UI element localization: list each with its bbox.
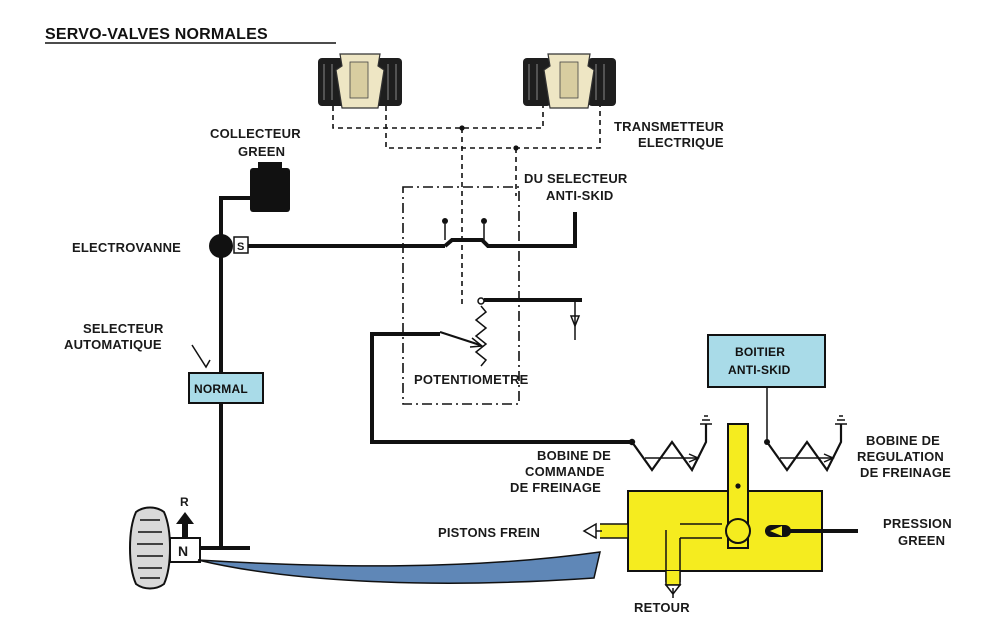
label-pression-2: GREEN xyxy=(898,533,945,548)
potentiometer-wire xyxy=(370,332,632,444)
label-collecteur-1: COLLECTEUR xyxy=(210,126,301,141)
label-transmetteur-1: TRANSMETTEUR xyxy=(614,119,724,134)
electrovanne-s-label: S xyxy=(237,241,245,253)
anti-skid-selector-housing xyxy=(402,186,520,405)
label-bobine-regulation-2: REGULATION xyxy=(857,449,944,464)
normal-selector-box xyxy=(188,372,264,404)
selecteur-leader xyxy=(191,344,211,369)
servo-valve-wiring xyxy=(332,106,601,305)
bobine-regulation-coil xyxy=(766,415,847,473)
label-du-selecteur-1: DU SELECTEUR xyxy=(524,171,628,186)
label-retour: RETOUR xyxy=(634,600,690,615)
servo-valve-right xyxy=(523,53,616,109)
boitier-line-1: BOITIER xyxy=(735,345,785,359)
label-pistons-frein: PISTONS FREIN xyxy=(438,525,540,540)
label-selecteur-2: AUTOMATIQUE xyxy=(64,337,162,352)
label-selecteur-1: SELECTEUR xyxy=(83,321,164,336)
main-hydraulic-line xyxy=(219,196,253,548)
label-pression-1: PRESSION xyxy=(883,516,952,531)
wheel-r-label: R xyxy=(180,495,189,509)
label-du-selecteur-2: ANTI-SKID xyxy=(546,188,614,203)
label-bobine-regulation-1: BOBINE DE xyxy=(866,433,940,448)
label-electrovanne: ELECTROVANNE xyxy=(72,240,181,255)
collecteur-green-block xyxy=(250,168,290,212)
wheel: N R xyxy=(129,495,201,590)
label-collecteur-2: GREEN xyxy=(238,144,285,159)
label-bobine-commande-2: COMMANDE xyxy=(525,464,605,479)
selector-switch xyxy=(443,212,577,248)
normal-box-label: NORMAL xyxy=(194,382,248,396)
label-potentiometre: POTENTIOMETRE xyxy=(414,372,529,387)
boitier-line-2: ANTI-SKID xyxy=(728,363,791,377)
label-transmetteur-2: ELECTRIQUE xyxy=(638,135,724,150)
boitier-anti-skid xyxy=(707,334,826,388)
blue-pipe xyxy=(197,551,601,584)
diagram-title: SERVO-VALVES NORMALES xyxy=(45,26,268,43)
servo-valve-left xyxy=(318,53,402,109)
potentiometer xyxy=(439,297,582,367)
electrovanne-valve xyxy=(209,234,233,258)
label-bobine-regulation-3: DE FREINAGE xyxy=(860,465,951,480)
bobine-commande-coil xyxy=(631,415,712,473)
label-bobine-commande-1: BOBINE DE xyxy=(537,448,611,463)
wheel-n-label: N xyxy=(178,543,188,559)
label-bobine-commande-3: DE FREINAGE xyxy=(510,480,601,495)
servo-valve-body xyxy=(582,423,858,598)
